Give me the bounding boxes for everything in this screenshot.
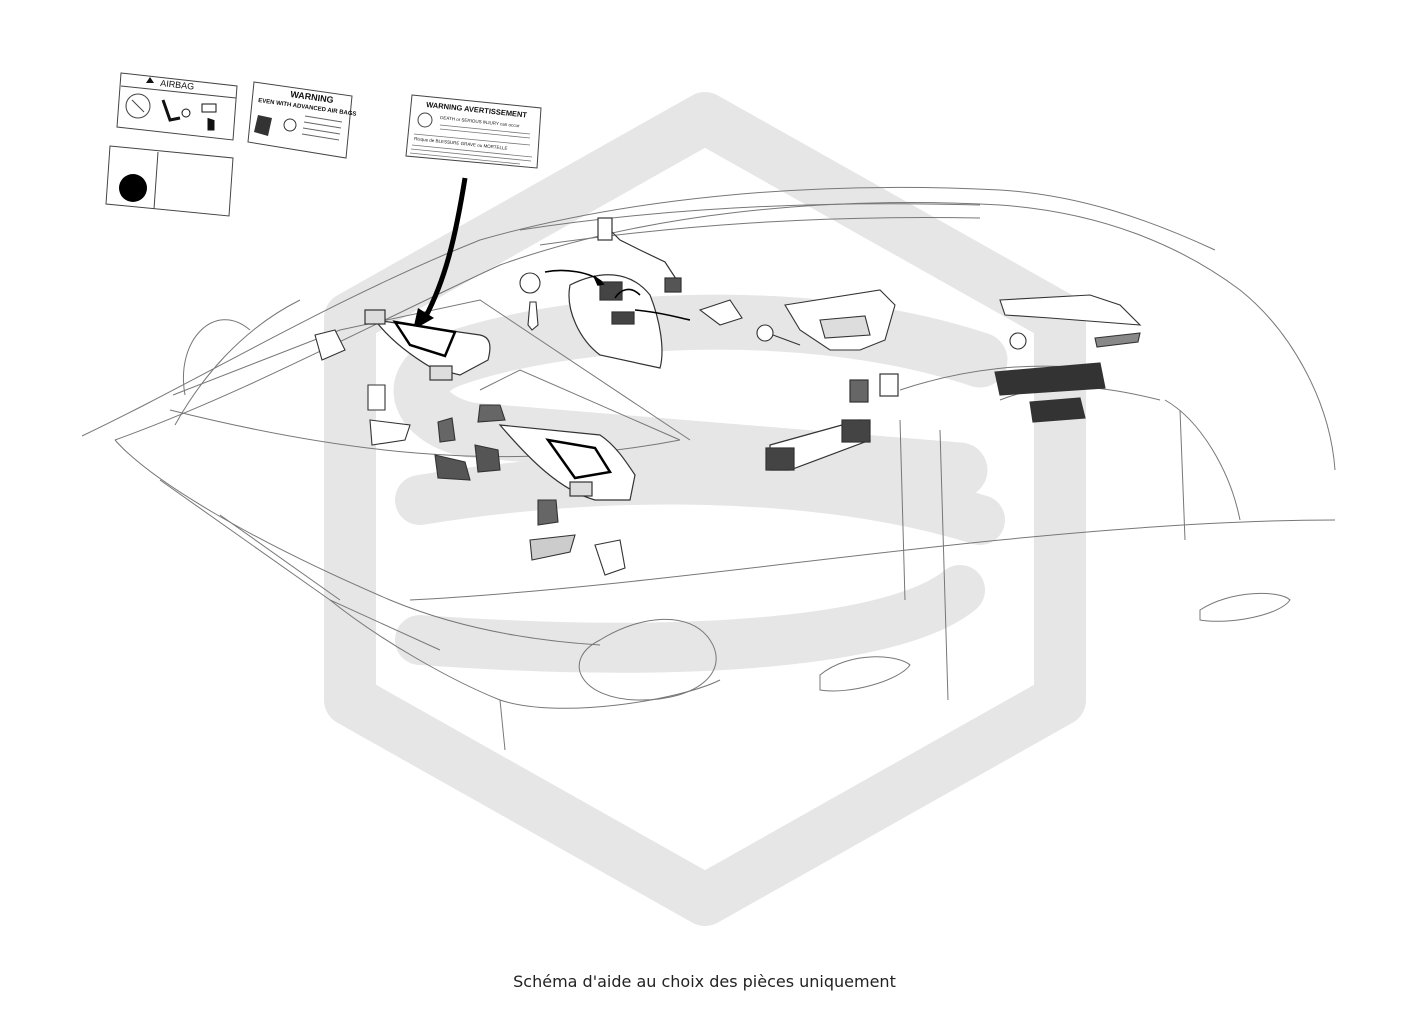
black-dot-icon xyxy=(119,174,147,202)
seat-airbag-icon xyxy=(417,112,433,128)
sun-visor-left xyxy=(364,309,491,381)
airbag-label-sticker: AIRBAG xyxy=(116,72,238,141)
warning-avertissement-sticker: WARNING AVERTISSEMENT DEATH or SERIOUS I… xyxy=(405,94,542,169)
rear-roof-parts xyxy=(994,294,1142,423)
child-seat-icon xyxy=(161,99,191,122)
finger-icon xyxy=(201,103,217,131)
seat-airbag-icon xyxy=(254,115,297,136)
pointer-arrow xyxy=(413,177,468,330)
warning-label-sticker: WARNING EVEN WITH ADVANCED AIR BAGS xyxy=(247,81,357,159)
diagram-caption: Schéma d'aide au choix des pièces unique… xyxy=(513,972,896,991)
small-parts xyxy=(314,272,896,576)
grab-handle-front xyxy=(765,373,899,471)
seat-airbag-icon xyxy=(125,93,151,119)
circle-label-sticker xyxy=(105,145,234,217)
sun-visor-right xyxy=(498,424,636,501)
console-arrows xyxy=(544,269,691,321)
warning-triangle-icon xyxy=(146,77,154,83)
airbag-label-title: AIRBAG xyxy=(160,78,195,92)
